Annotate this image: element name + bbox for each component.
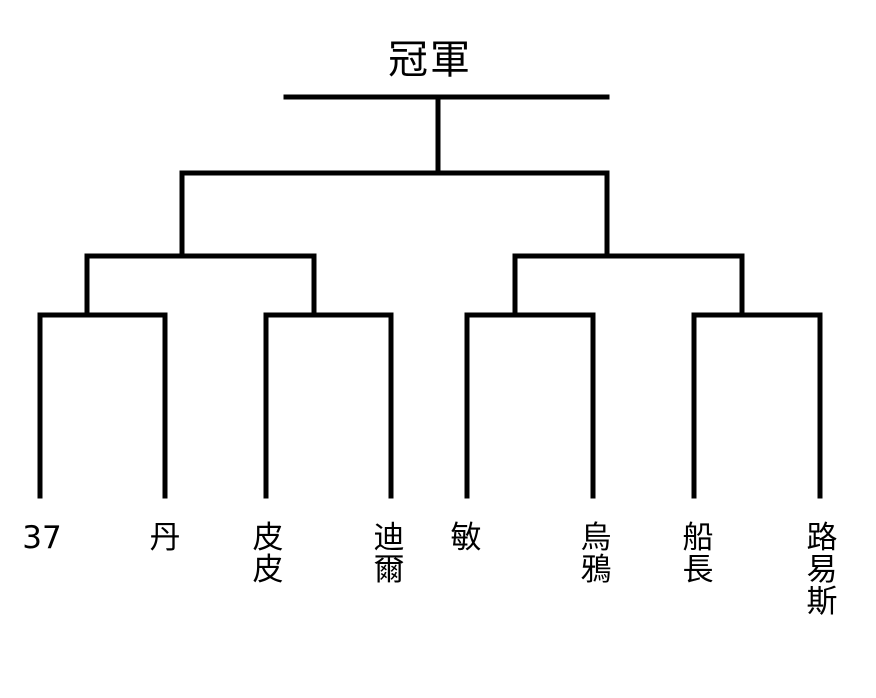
entrant-label: 皮皮: [248, 522, 288, 586]
entrant-label-line: 船: [682, 520, 714, 556]
entrant-label: 迪爾: [369, 522, 409, 586]
entrant-label: 敏: [446, 522, 486, 554]
entrant-label-line: 爾: [373, 552, 405, 588]
entrant-label-line: 皮: [252, 520, 284, 556]
entrant-label-line: 斯: [806, 584, 838, 620]
entrant-label-line: 長: [682, 552, 714, 588]
entrant-label: 烏鴉: [576, 522, 616, 586]
champion-label: 冠軍: [388, 37, 472, 83]
entrant-label-line: 鴉: [580, 552, 612, 588]
entrant-label: 丹: [145, 522, 185, 554]
entrant-label-line: 丹: [149, 520, 181, 556]
entrant-label-line: 烏: [580, 520, 612, 556]
entrant-label-line: 路: [806, 520, 838, 556]
entrant-label-line: 敏: [450, 520, 482, 556]
entrant-label: 船長: [678, 522, 718, 586]
entrant-label: 路易斯: [802, 522, 842, 618]
entrant-label: 37: [22, 522, 62, 554]
entrant-label-line: 37: [22, 520, 62, 556]
entrant-label-line: 迪: [373, 520, 405, 556]
entrant-label-line: 皮: [252, 552, 284, 588]
entrant-label-line: 易: [806, 552, 838, 588]
